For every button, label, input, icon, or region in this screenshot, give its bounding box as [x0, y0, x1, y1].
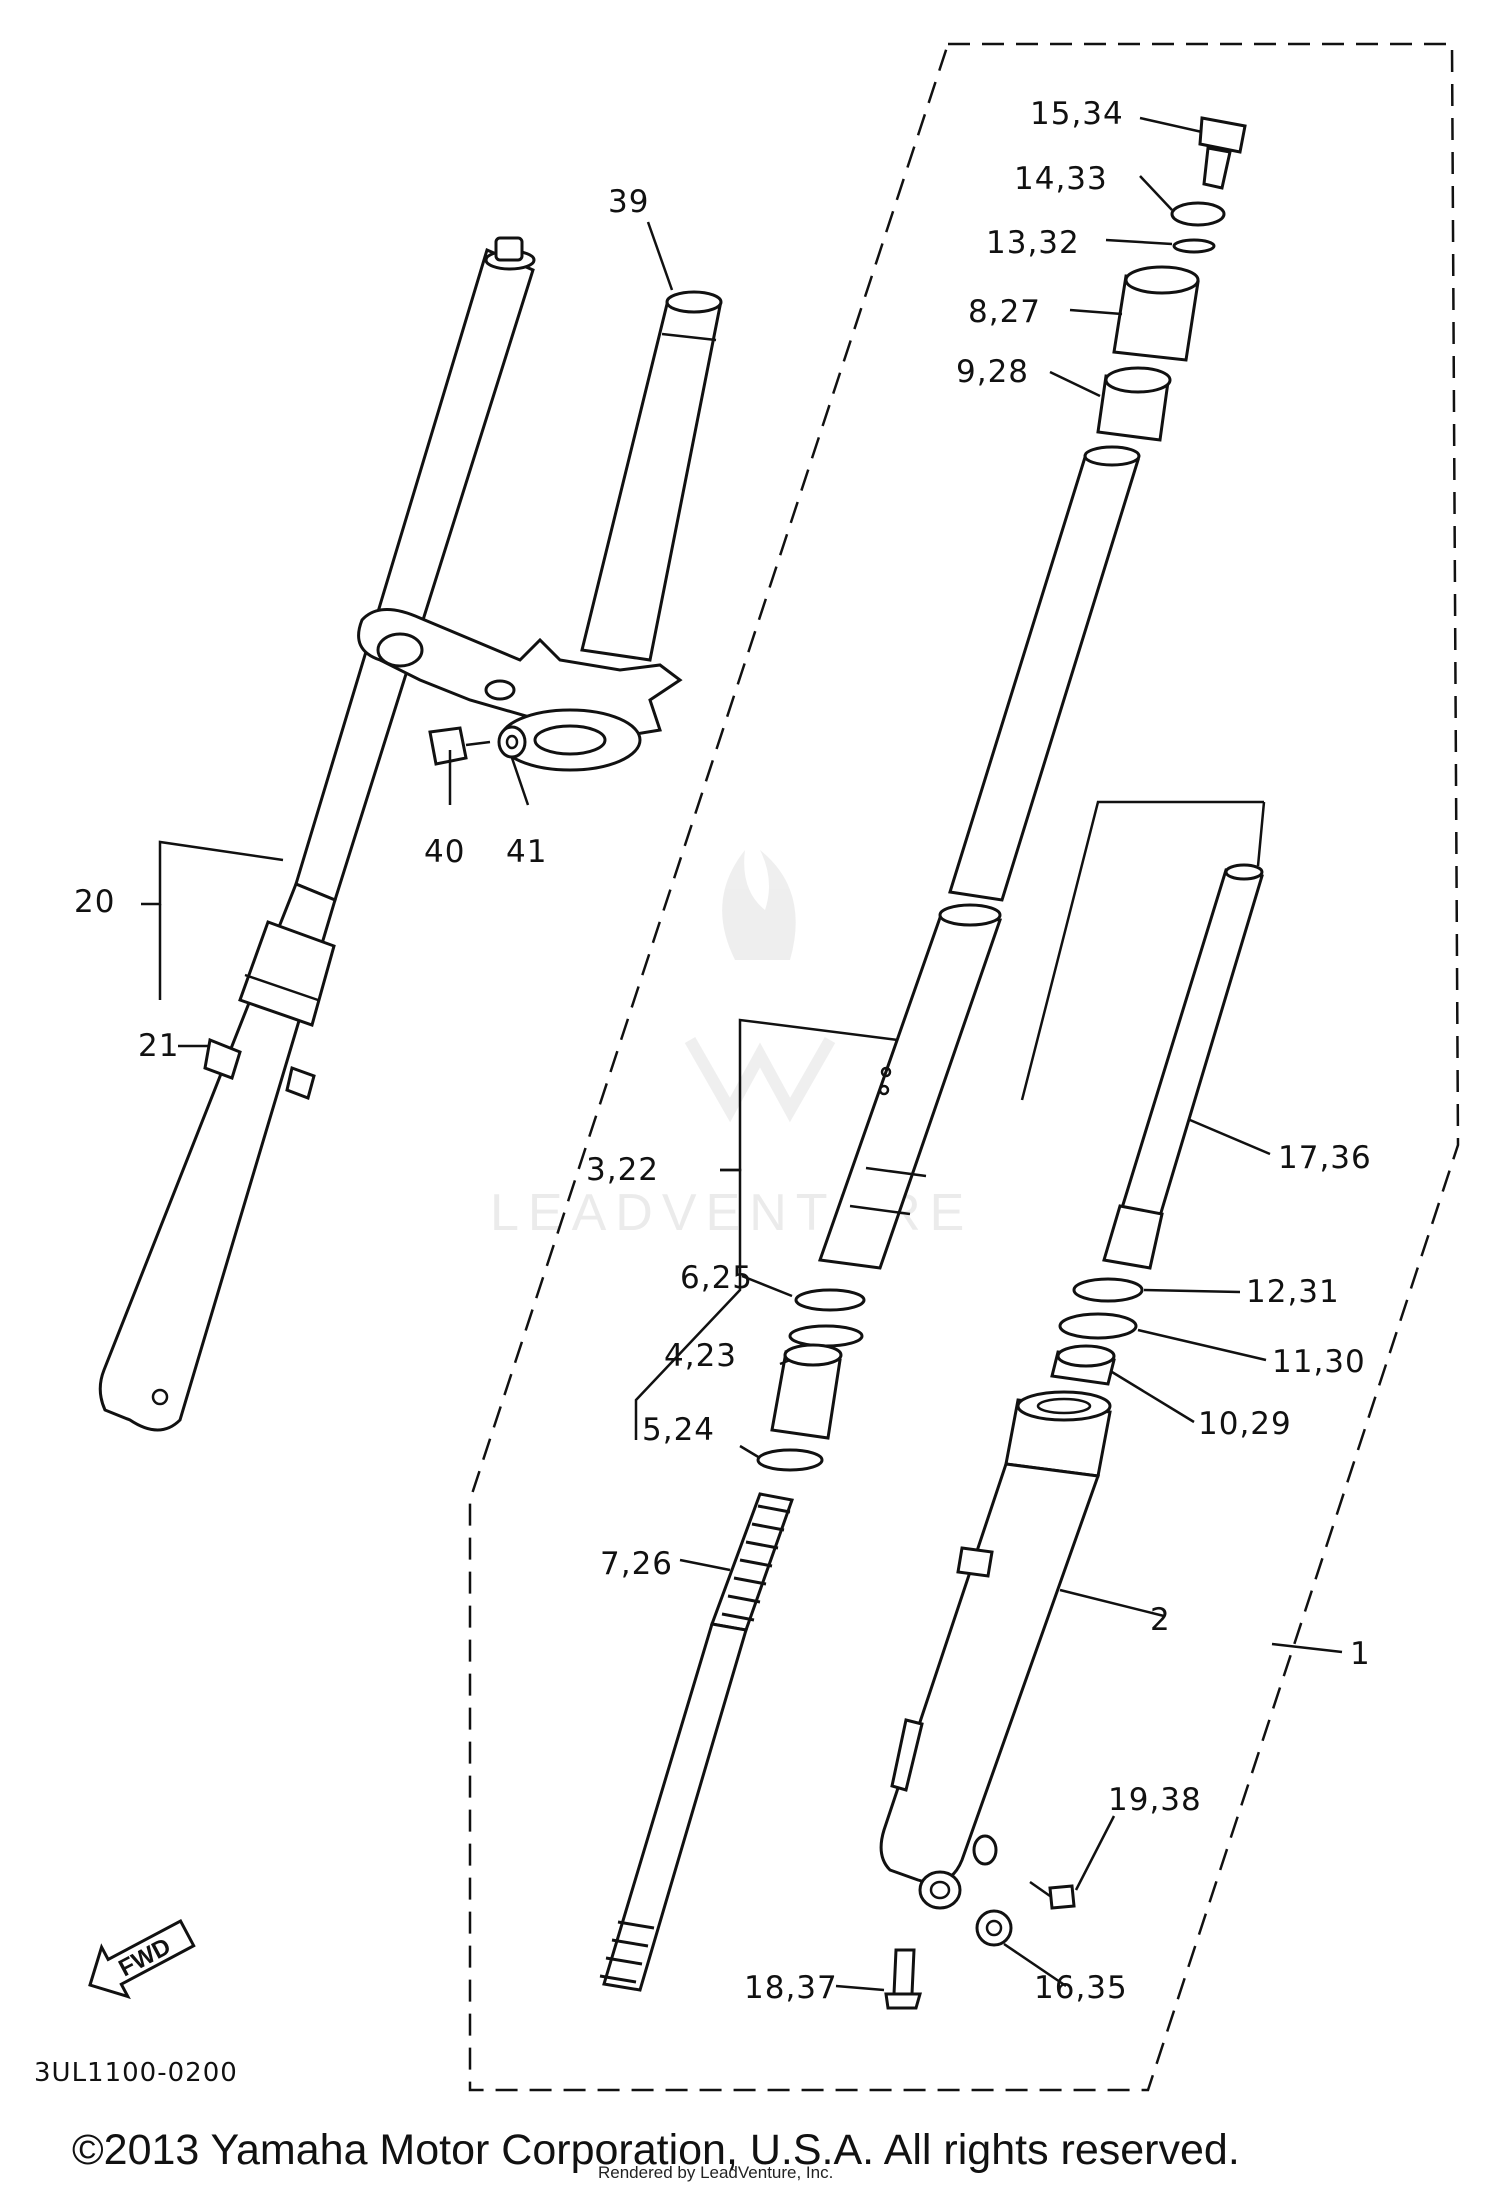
diagram-code: 3UL1100-0200: [34, 2058, 238, 2088]
callout-41: 41: [506, 834, 547, 870]
callout-17-36: 17,36: [1278, 1140, 1372, 1176]
callout-11-30: 11,30: [1272, 1344, 1366, 1380]
callout-20: 20: [74, 884, 115, 920]
callout-16-35: 16,35: [1034, 1970, 1128, 2006]
exploded-parts: [599, 116, 1264, 2010]
callouts: 15,34 14,33 13,32 8,27 9,28 39 40 41 20 …: [74, 96, 1372, 2006]
callout-19-38: 19,38: [1108, 1782, 1202, 1818]
callout-18-37: 18,37: [744, 1970, 838, 2006]
callout-6-25: 6,25: [680, 1260, 753, 1296]
callout-10-29: 10,29: [1198, 1406, 1292, 1442]
callout-39: 39: [608, 184, 649, 220]
fwd-arrow-icon: FWD: [88, 1918, 196, 2000]
callout-12-31: 12,31: [1246, 1274, 1340, 1310]
callout-7-26: 7,26: [600, 1546, 673, 1582]
callout-8-27: 8,27: [968, 294, 1041, 330]
callout-1: 1: [1350, 1636, 1371, 1672]
leader-lines: [141, 116, 1343, 1992]
assembly-boundary: [468, 42, 1460, 2092]
callout-3-22: 3,22: [586, 1152, 659, 1188]
callout-15-34: 15,34: [1030, 96, 1124, 132]
callout-21: 21: [138, 1028, 179, 1064]
callout-13-32: 13,32: [986, 225, 1080, 261]
callout-9-28: 9,28: [956, 354, 1029, 390]
assembled-fork-left: [98, 236, 723, 1432]
rendered-by-text: Rendered by LeadVenture, Inc.: [598, 2163, 833, 2182]
copyright-text: ©2013 Yamaha Motor Corporation, U.S.A. A…: [72, 2126, 1240, 2174]
callout-14-33: 14,33: [1014, 161, 1108, 197]
callout-4-23: 4,23: [664, 1338, 737, 1374]
callout-2: 2: [1150, 1602, 1171, 1638]
callout-5-24: 5,24: [642, 1412, 715, 1448]
callout-40: 40: [424, 834, 465, 870]
